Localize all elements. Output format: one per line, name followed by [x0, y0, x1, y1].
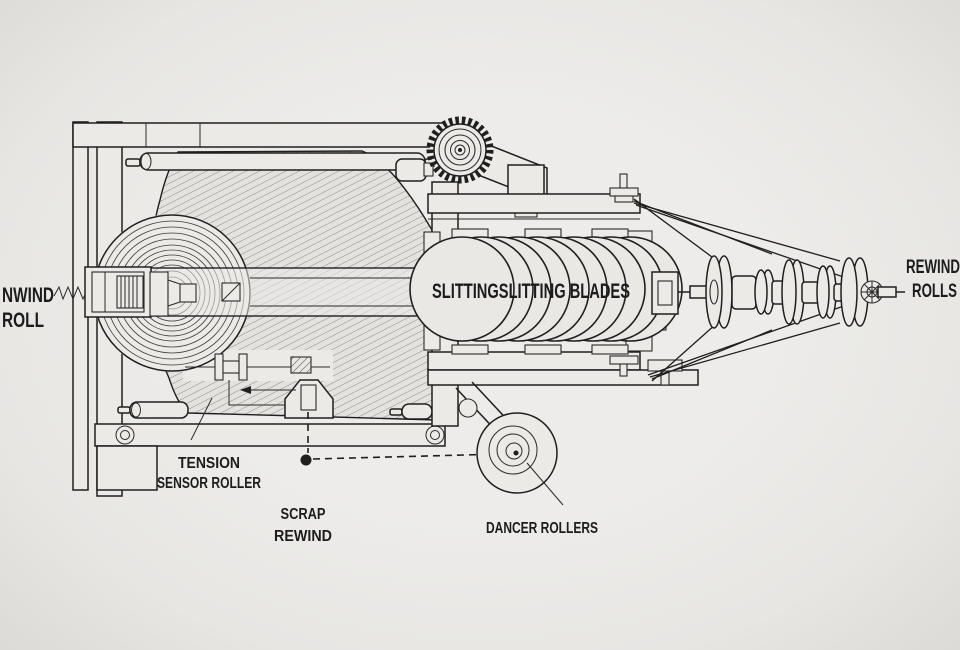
scrap-rewind-label-line2: REWIND	[274, 528, 332, 545]
unwind-chuck	[53, 266, 197, 318]
rewind-disc-1	[705, 255, 733, 329]
scrap-reference-dot	[300, 454, 312, 466]
slitting-unit	[409, 173, 699, 386]
rewind-disc-2	[754, 269, 775, 315]
top-spindle	[609, 173, 639, 203]
tension-sensor-symbol	[221, 282, 241, 302]
tension-sensor-label-line1: TENSION	[178, 455, 240, 472]
frame-top-beam	[72, 122, 446, 148]
scrap-rewind-label-line1: SCRAP	[281, 506, 326, 523]
top-idler-roller	[125, 152, 440, 171]
rewind-disc-3	[781, 259, 805, 325]
scrap-rewind-mechanism	[185, 353, 503, 466]
scrap-dashed-horizontal	[312, 453, 503, 460]
tension-sensor-label-line2: SENSOR ROLLER	[157, 475, 261, 492]
shaft-stub	[877, 286, 897, 298]
rewind-rolls-label-line1: REWIND	[906, 257, 960, 278]
rewind-rolls-label-line2: ROLLS	[912, 281, 957, 302]
arrow-head	[240, 386, 251, 394]
slitter-top-rail	[427, 193, 641, 214]
main-shaft-beam	[149, 267, 433, 317]
dancer-leader-line	[526, 462, 564, 506]
diagram-labels: NWIND ROLL SLITTINGSLITTING BLADES REWIN…	[2, 257, 960, 545]
rewind-disc-4	[816, 265, 837, 319]
dancer-pivot	[458, 398, 478, 418]
slitting-blades-label: SLITTINGSLITTING BLADES	[432, 280, 630, 303]
slitter-bottom-rail	[427, 351, 641, 371]
unwind-roll-label-line1: NWIND	[2, 284, 54, 307]
slitting-blades	[409, 236, 683, 342]
base-bolt-left	[115, 425, 135, 445]
bottom-idler-roller	[117, 401, 433, 420]
tension-leader-line	[190, 397, 213, 441]
dancer-rollers-label: DANCER ROLLERS	[486, 520, 598, 537]
dancer-roller	[455, 381, 564, 506]
frame-base-rail	[94, 423, 446, 447]
gear-shaft-cylinder	[395, 158, 427, 182]
unwind-roll-label-line2: ROLL	[2, 309, 44, 332]
web-fan-lines	[633, 198, 859, 382]
rewind-disc-5	[840, 257, 869, 327]
slitter-lower-rail	[427, 369, 699, 386]
frame-left-leg	[96, 445, 158, 491]
bottom-spindle	[609, 355, 683, 386]
rewind-rolls-assembly	[651, 255, 905, 329]
